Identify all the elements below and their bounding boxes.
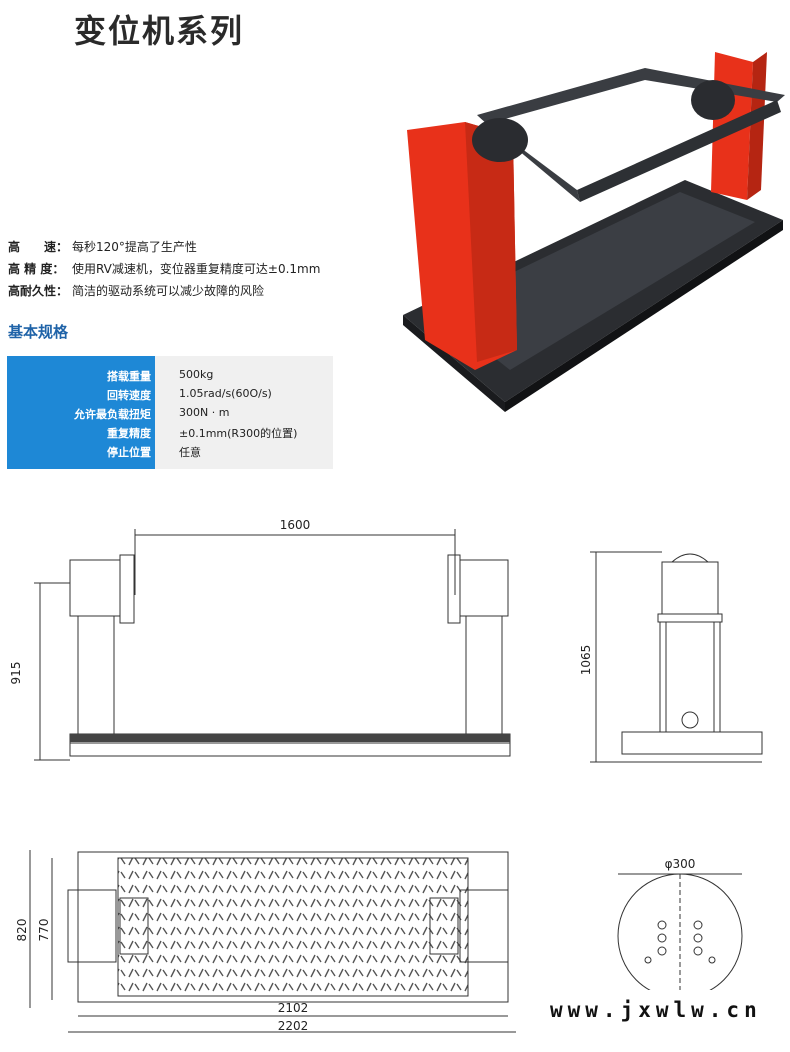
dim-phi300: φ300 xyxy=(665,857,696,871)
base-plate-front xyxy=(505,220,783,412)
right-motor-box xyxy=(459,559,509,617)
tread-plate xyxy=(117,857,469,997)
feature-text: 简洁的驱动系统可以减少故障的风险 xyxy=(72,284,265,298)
bolt-hole xyxy=(657,946,667,956)
bolt-hole xyxy=(693,946,703,956)
spec-row: 重复精度 ±0.1mm(R300的位置) xyxy=(7,423,333,441)
dim-2202: 2202 xyxy=(278,1019,309,1033)
spec-table: 搭载重量 500kg 回转速度 1.05rad/s(60O/s) 允许最负载扭矩… xyxy=(7,356,333,469)
feature-text: 每秒120°提高了生产性 xyxy=(72,240,197,254)
dim-1065: 1065 xyxy=(580,645,593,676)
right-column xyxy=(465,615,503,735)
fixture-frame-front xyxy=(577,100,781,202)
spec-value-column xyxy=(155,356,333,469)
feature-label: 高 精 度： xyxy=(8,262,65,276)
dim-770: 770 xyxy=(37,919,51,942)
bolt-hole xyxy=(708,956,716,964)
spec-row: 允许最负载扭矩 300N · m xyxy=(7,404,333,422)
left-support-face xyxy=(465,122,517,362)
dim-820: 820 xyxy=(15,919,29,942)
head-box xyxy=(661,561,719,615)
feature-label: 高 速： xyxy=(8,240,69,254)
watermark-url: www.jxwlw.cn xyxy=(550,998,762,1022)
spec-label: 允许最负载扭矩 xyxy=(74,408,151,421)
bolt-hole xyxy=(657,920,667,930)
spec-row: 搭载重量 500kg xyxy=(7,366,333,384)
left-motor-box xyxy=(69,559,121,617)
page-title: 变位机系列 xyxy=(74,12,245,50)
flange-dome xyxy=(671,553,709,563)
head-mount xyxy=(657,613,723,623)
left-flange-plan xyxy=(119,897,149,955)
spec-value: 任意 xyxy=(179,446,201,459)
spec-label: 搭载重量 xyxy=(107,370,151,383)
spec-value: 500kg xyxy=(179,368,214,381)
bolt-hole xyxy=(693,933,703,943)
dim-2102: 2102 xyxy=(278,1001,309,1015)
dim-1600: 1600 xyxy=(280,518,311,532)
positioner-photo xyxy=(403,52,785,412)
feature-row: 高耐久性： 简洁的驱动系统可以减少故障的风险 xyxy=(8,280,320,302)
spec-value: ±0.1mm(R300的位置) xyxy=(179,427,298,440)
side-elevation-drawing: 1065 xyxy=(580,551,763,763)
plan-view-drawing: 2102 2202 820 770 xyxy=(15,850,516,1033)
flange-drawing: φ300 xyxy=(617,857,743,990)
spec-heading: 基本规格 xyxy=(8,323,69,341)
cable-hole xyxy=(681,711,699,729)
bolt-hole xyxy=(644,956,652,964)
right-flange xyxy=(691,80,735,120)
left-flange-plate xyxy=(119,554,135,624)
base-rail xyxy=(70,734,510,742)
feature-label: 高耐久性： xyxy=(8,284,69,298)
feature-row: 高 精 度： 使用RV减速机，变位器重复精度可达±0.1mm xyxy=(8,258,320,280)
spec-label-column xyxy=(7,356,155,469)
spec-row: 停止位置 任意 xyxy=(7,442,333,460)
spec-label: 重复精度 xyxy=(107,427,151,440)
feature-row: 高 速： 每秒120°提高了生产性 xyxy=(8,236,320,258)
spec-label: 回转速度 xyxy=(107,389,151,402)
right-head-plan xyxy=(459,889,509,963)
dim-915: 915 xyxy=(9,662,23,685)
right-flange-plate xyxy=(447,554,461,624)
left-column xyxy=(77,615,115,735)
spec-label: 停止位置 xyxy=(107,446,151,459)
bolt-hole xyxy=(693,920,703,930)
bolt-hole xyxy=(657,933,667,943)
feature-list: 高 速： 每秒120°提高了生产性 高 精 度： 使用RV减速机，变位器重复精度… xyxy=(8,236,320,302)
left-head-plan xyxy=(67,889,117,963)
front-elevation-drawing: 1600 915 xyxy=(9,518,511,761)
left-flange xyxy=(472,118,528,162)
side-base xyxy=(621,731,763,755)
feature-text: 使用RV减速机，变位器重复精度可达±0.1mm xyxy=(72,262,321,276)
spec-row: 回转速度 1.05rad/s(60O/s) xyxy=(7,385,333,403)
spec-value: 300N · m xyxy=(179,406,230,419)
spec-value: 1.05rad/s(60O/s) xyxy=(179,387,272,400)
right-flange-plan xyxy=(429,897,459,955)
